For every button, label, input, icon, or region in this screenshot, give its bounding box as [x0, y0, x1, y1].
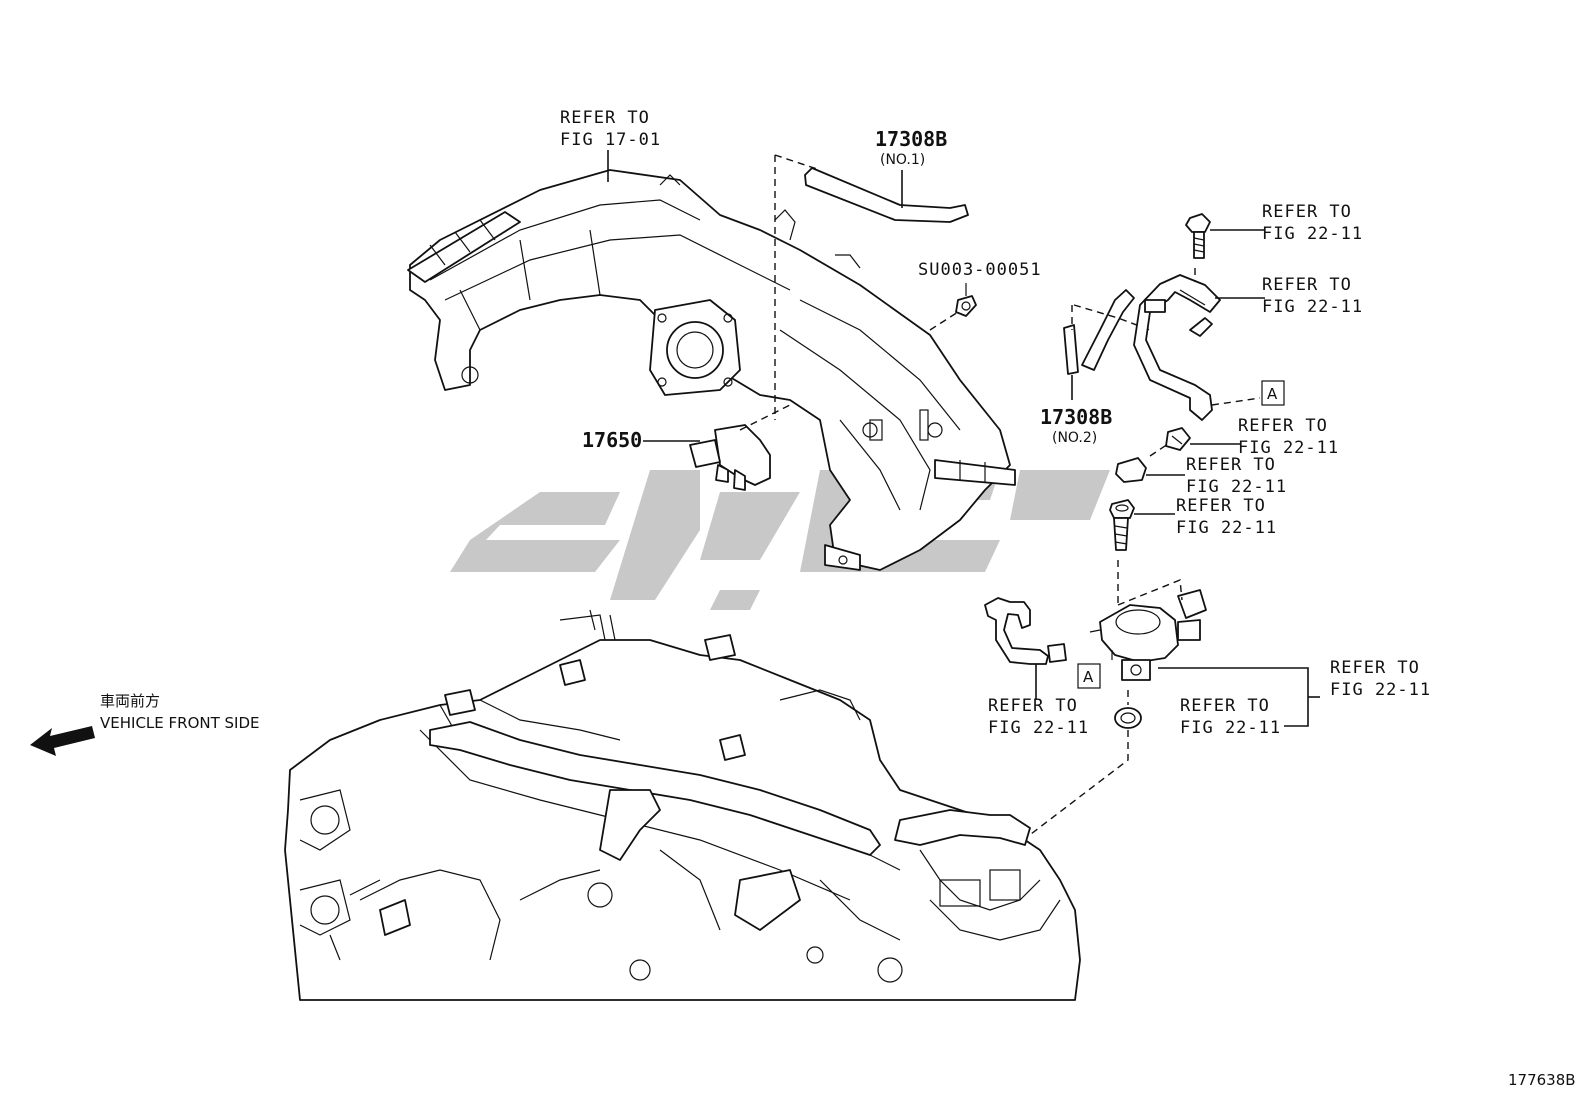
watermark-logo [450, 470, 1110, 610]
svg-text:FIG 22-11: FIG 22-11 [1330, 680, 1431, 700]
svg-text:REFER TO: REFER TO [1180, 696, 1270, 716]
label-17308b-no2: 17308B (NO.2) [1040, 405, 1112, 446]
purge-valve [1089, 579, 1320, 727]
label-17650: 17650 [582, 428, 642, 452]
bolt-mid [1109, 499, 1175, 605]
svg-text:FIG 22-11: FIG 22-11 [1262, 297, 1363, 317]
svg-text:FIG 22-11: FIG 22-11 [1238, 438, 1339, 458]
svg-text:FIG 22-11: FIG 22-11 [988, 718, 1089, 738]
figure-id: 177638B [1508, 1071, 1576, 1089]
svg-text:車両前方: 車両前方 [100, 692, 160, 710]
washer-su003 [929, 283, 977, 331]
svg-text:REFER TO: REFER TO [988, 696, 1078, 716]
svg-text:FIG 22-11: FIG 22-11 [1186, 477, 1287, 497]
svg-text:17308B: 17308B [875, 127, 947, 151]
svg-text:REFER TO: REFER TO [1262, 275, 1352, 295]
svg-text:FIG 17-01: FIG 17-01 [560, 130, 661, 150]
clamp [1149, 427, 1240, 457]
svg-text:(NO.1): (NO.1) [880, 152, 925, 168]
label-refer-valve: REFER TO FIG 22-11 [1330, 658, 1431, 700]
label-refer-hose: REFER TO FIG 22-11 [988, 696, 1089, 738]
gasket [1009, 690, 1142, 851]
svg-text:(NO.2): (NO.2) [1052, 430, 1097, 446]
svg-text:SU003-00051: SU003-00051 [918, 260, 1042, 280]
svg-text:REFER TO: REFER TO [1238, 416, 1328, 436]
svg-text:A: A [1083, 668, 1094, 686]
svg-text:17650: 17650 [582, 428, 642, 452]
svg-text:FIG 22-11: FIG 22-11 [1176, 518, 1277, 538]
label-refer-plug: REFER TO FIG 22-11 [1186, 455, 1287, 497]
svg-text:REFER TO: REFER TO [1186, 455, 1276, 475]
marker-a-top: A [1211, 380, 1285, 406]
hose-no2 [1063, 289, 1151, 400]
label-su003: SU003-00051 [918, 260, 1042, 280]
vsv-valve-17650 [643, 404, 791, 491]
engine-block [284, 609, 1081, 1001]
svg-text:REFER TO: REFER TO [1176, 496, 1266, 516]
label-refer-17-01: REFER TO FIG 17-01 [560, 108, 661, 182]
svg-text:FIG 22-11: FIG 22-11 [1180, 718, 1281, 738]
label-refer-pipe: REFER TO FIG 22-11 [1262, 275, 1363, 317]
svg-text:177638B: 177638B [1508, 1071, 1576, 1089]
intake-manifold [407, 169, 1016, 571]
svg-text:FIG 22-11: FIG 22-11 [1262, 224, 1363, 244]
pcv-pipe [1133, 268, 1265, 421]
hose-no1 [774, 154, 969, 420]
label-refer-bolt-top: REFER TO FIG 22-11 [1262, 202, 1363, 244]
svg-text:VEHICLE FRONT SIDE: VEHICLE FRONT SIDE [100, 714, 260, 732]
svg-text:17308B: 17308B [1040, 405, 1112, 429]
svg-text:REFER TO: REFER TO [1330, 658, 1420, 678]
svg-text:REFER TO: REFER TO [1262, 202, 1352, 222]
valve-hose [984, 597, 1067, 700]
vehicle-front-indicator: 車両前方 VEHICLE FRONT SIDE [30, 692, 260, 756]
bolt-top [1185, 213, 1265, 259]
arrow-left-icon [30, 726, 95, 756]
plug [1115, 457, 1185, 483]
label-17308b-no1: 17308B (NO.1) [875, 127, 947, 208]
svg-text:A: A [1267, 385, 1278, 403]
label-refer-clamp: REFER TO FIG 22-11 [1238, 416, 1339, 458]
svg-text:REFER TO: REFER TO [560, 108, 650, 128]
label-refer-gasket: REFER TO FIG 22-11 [1180, 696, 1281, 738]
label-refer-bolt-mid: REFER TO FIG 22-11 [1176, 496, 1277, 538]
marker-a-bottom: A [1077, 663, 1101, 689]
